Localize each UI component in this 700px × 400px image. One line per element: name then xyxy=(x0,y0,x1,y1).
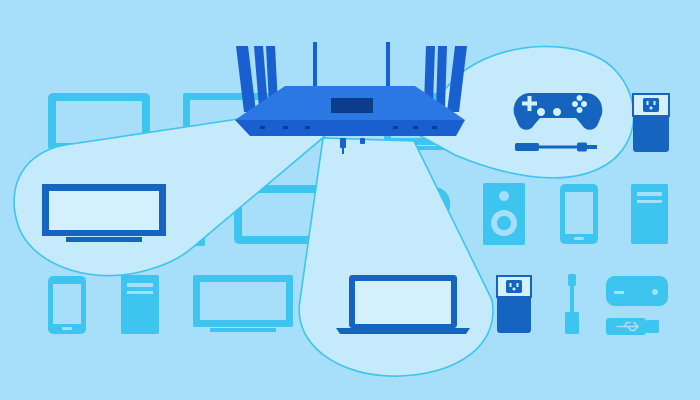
gamepad-icon xyxy=(513,93,603,130)
smartphone-icon xyxy=(48,276,86,334)
smart-plug-icon xyxy=(496,275,532,333)
router-icon xyxy=(235,42,467,154)
router-body-base xyxy=(235,120,465,136)
usb-dongle-icon xyxy=(515,142,597,152)
external-drive-icon xyxy=(606,276,668,306)
smart-plug-icon xyxy=(632,93,670,152)
router-status-leds xyxy=(260,126,437,129)
tv-monitor-icon xyxy=(42,184,166,242)
router-cables xyxy=(340,138,365,154)
streaming-stick-icon xyxy=(565,274,579,334)
pc-tower-icon xyxy=(121,275,159,334)
monitor-icon xyxy=(193,275,293,332)
router-panel xyxy=(331,98,373,113)
pc-tower-icon xyxy=(631,184,668,244)
speaker-icon xyxy=(483,183,525,245)
tv-connection-bubble xyxy=(13,117,327,277)
smartphone-icon xyxy=(560,184,598,244)
usb-stick-icon xyxy=(606,318,659,335)
router-antennas xyxy=(236,42,467,112)
laptop-icon xyxy=(336,275,470,334)
